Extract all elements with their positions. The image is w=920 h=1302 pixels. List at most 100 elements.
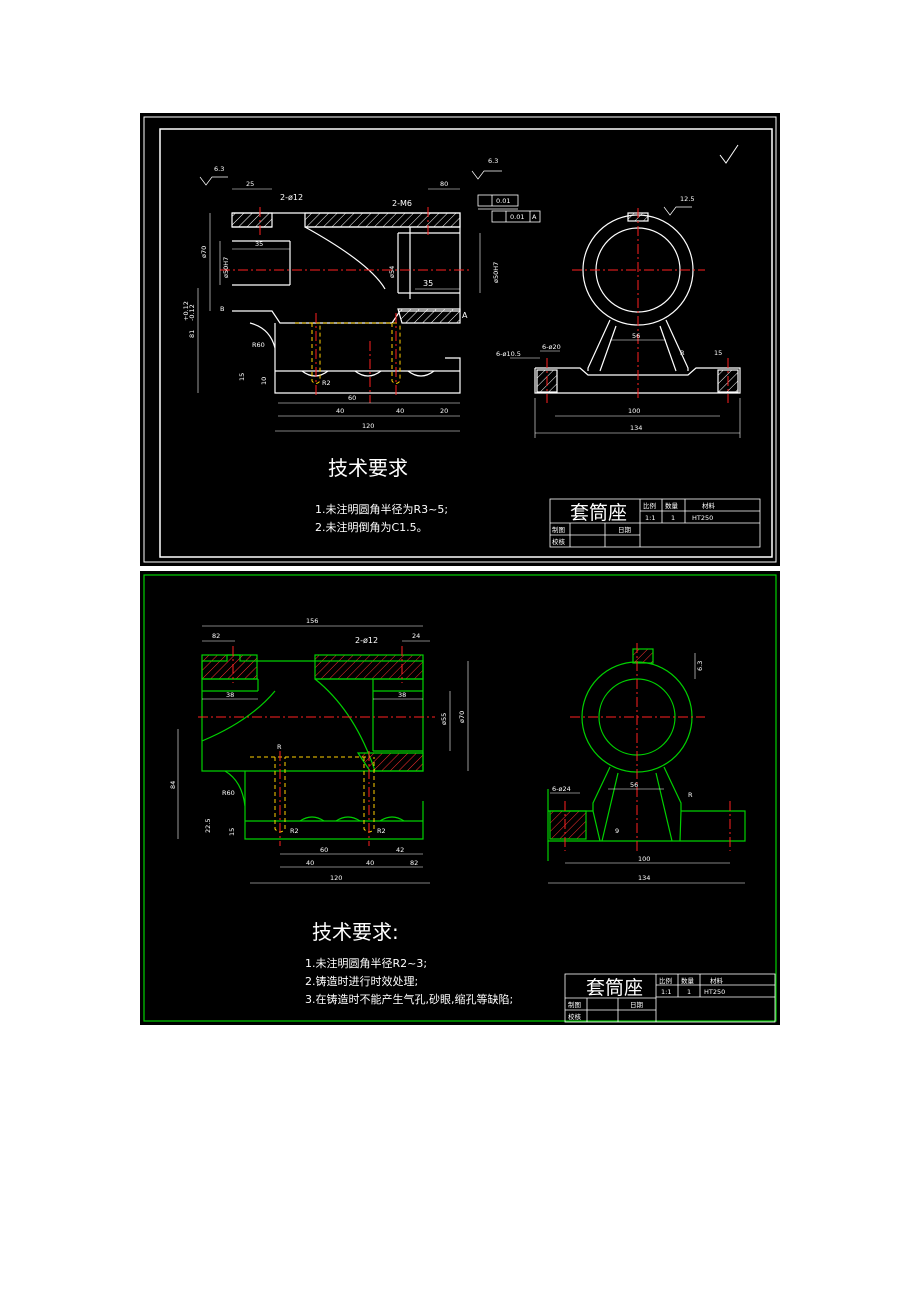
drawing-2-canvas: 156 82 2-ø12 24 38 38 ø55 ø70 84 R60 R 2… bbox=[143, 574, 777, 1023]
dim-15: 15 bbox=[238, 373, 246, 381]
tolerance-frame-2 bbox=[491, 210, 541, 223]
d2-dim-d70: ø70 bbox=[458, 711, 466, 723]
dim-d54: ø54 bbox=[388, 266, 396, 278]
dim-side-15: 15 bbox=[714, 349, 722, 357]
d2-dim-r2-b: R2 bbox=[377, 827, 386, 835]
dim-40-b: 40 bbox=[396, 407, 404, 415]
d2-dim-42: 42 bbox=[396, 846, 404, 854]
requirement-2-line-3: 3.在铸造时不能产生气孔,砂眼,缩孔等缺陷; bbox=[305, 992, 513, 1006]
center-lines bbox=[220, 207, 470, 403]
dim-r2: R2 bbox=[322, 379, 331, 387]
d2-dim-40-a: 40 bbox=[306, 859, 314, 867]
d2-dim-84: 84 bbox=[169, 781, 177, 789]
d2-dim-134: 134 bbox=[638, 874, 650, 882]
d2-dim-22-5: 22.5 bbox=[204, 819, 212, 833]
inner-frame bbox=[159, 128, 773, 558]
d2-dim-38-left: 38 bbox=[226, 691, 234, 699]
title-block-2 bbox=[564, 973, 776, 1023]
tb2-label-draw: 制图 bbox=[568, 1000, 581, 1009]
tb2-value-scale: 1:1 bbox=[661, 988, 671, 996]
roughness-label-center: 6.3 bbox=[488, 157, 498, 165]
d2-dim-40-b: 40 bbox=[366, 859, 374, 867]
tolerance-parallel: 0.01 bbox=[510, 213, 524, 221]
tb2-value-qty: 1 bbox=[687, 988, 691, 996]
dim-40-a: 40 bbox=[336, 407, 344, 415]
outer-frame-2 bbox=[143, 574, 777, 1022]
d2-dim-100: 100 bbox=[638, 855, 650, 863]
dim-80: 80 bbox=[440, 180, 448, 188]
drawing-sheet-2: 156 82 2-ø12 24 38 38 ø55 ø70 84 R60 R 2… bbox=[140, 571, 780, 1025]
tolerance-datum: A bbox=[532, 213, 537, 221]
tb1-label-check: 校核 bbox=[552, 537, 566, 546]
dim-134: 134 bbox=[630, 424, 642, 432]
d2-roughness-6-3: 6.3 bbox=[696, 661, 704, 671]
d2-dim-r: R bbox=[688, 791, 693, 799]
d2-dim-9: 9 bbox=[615, 827, 619, 835]
dim-20: 20 bbox=[440, 407, 448, 415]
tb1-label-draw: 制图 bbox=[552, 525, 565, 534]
dim-10: 10 bbox=[260, 377, 268, 385]
roughness-corner-symbol bbox=[719, 144, 739, 164]
tb2-value-material: HT250 bbox=[704, 988, 725, 996]
dimension-lines-2 bbox=[177, 625, 469, 884]
d2-dim-r2-a: R2 bbox=[290, 827, 299, 835]
tb1-label-date: 日期 bbox=[618, 526, 632, 534]
tb1-value-qty: 1 bbox=[671, 514, 675, 522]
d2-dim-24: 24 bbox=[412, 632, 420, 640]
side-center-lines bbox=[546, 208, 729, 403]
side-center-lines-2 bbox=[564, 643, 731, 851]
dim-6-d20: 6-ø20 bbox=[542, 343, 561, 351]
dim-d50h7-right: ø50H7 bbox=[492, 262, 500, 283]
requirement-2-line-2: 2.铸造时进行时效处理; bbox=[305, 974, 418, 988]
dim-25: 25 bbox=[246, 180, 254, 188]
dim-r60: R60 bbox=[252, 341, 265, 349]
d2-dim-60: 60 bbox=[320, 846, 328, 854]
roughness-label-left: 6.3 bbox=[214, 165, 224, 173]
dim-100: 100 bbox=[628, 407, 640, 415]
requirements-title-2: 技术要求: bbox=[312, 920, 399, 944]
drawing-1-canvas: 6.3 6.3 12.5 25 2-ø12 2-M6 80 ø70 ø50H7 … bbox=[143, 116, 777, 563]
dim-81: 81 bbox=[188, 330, 196, 338]
center-lines-2 bbox=[198, 646, 435, 846]
dim-60: 60 bbox=[348, 394, 356, 402]
tb1-header-qty: 数量 bbox=[665, 501, 679, 510]
d2-dim-d55: ø55 bbox=[440, 713, 448, 725]
outer-frame bbox=[143, 116, 777, 563]
d2-dim-156: 156 bbox=[306, 617, 318, 625]
tb2-header-scale: 比例 bbox=[659, 976, 672, 985]
d2-dim-82: 82 bbox=[212, 632, 220, 640]
tb2-header-qty: 数量 bbox=[681, 976, 695, 985]
d2-dim-15: 15 bbox=[228, 828, 236, 836]
d2-dim-2-d12: 2-ø12 bbox=[355, 636, 378, 645]
roughness-label-side: 12.5 bbox=[680, 195, 694, 203]
d2-dim-56: 56 bbox=[630, 781, 638, 789]
side-dimension-lines-2 bbox=[548, 653, 745, 884]
tolerance-cylindricity: 0.01 bbox=[496, 197, 510, 205]
hidden-lines bbox=[295, 322, 401, 384]
d2-dim-6-d24: 6-ø24 bbox=[552, 785, 571, 793]
dim-120: 120 bbox=[362, 422, 374, 430]
tb1-header-scale: 比例 bbox=[643, 501, 656, 510]
dim-2-d12: 2-ø12 bbox=[280, 193, 303, 202]
tolerance-frame-1 bbox=[477, 194, 519, 210]
dim-d70: ø70 bbox=[200, 246, 208, 258]
tb2-label-check: 校核 bbox=[568, 1012, 582, 1021]
dim-2-m6: 2-M6 bbox=[392, 199, 412, 208]
dim-6-d10-5: 6-ø10.5 bbox=[496, 350, 521, 358]
requirement-1-line-1: 1.未注明圆角半径为R3~5; bbox=[315, 502, 448, 516]
requirements-title-1: 技术要求 bbox=[328, 456, 408, 480]
requirement-1-line-2: 2.未注明倒角为C1.5。 bbox=[315, 520, 428, 534]
dim-d50h7-left: ø50H7 bbox=[222, 257, 230, 278]
part-name-2: 套筒座 bbox=[586, 977, 643, 999]
front-section-view-2 bbox=[201, 654, 424, 840]
side-dimension-lines bbox=[510, 339, 741, 438]
dim-side-r: R bbox=[680, 349, 685, 357]
dim-tol-minus: -0.12 bbox=[188, 304, 196, 321]
d2-dim-r-top: R bbox=[277, 743, 282, 751]
dimension-lines bbox=[197, 188, 481, 432]
tb2-label-date: 日期 bbox=[630, 1001, 644, 1009]
title-block-1 bbox=[549, 498, 761, 548]
dim-56: 56 bbox=[632, 332, 640, 340]
tb2-header-material: 材料 bbox=[710, 976, 724, 985]
tb1-value-material: HT250 bbox=[692, 514, 713, 522]
